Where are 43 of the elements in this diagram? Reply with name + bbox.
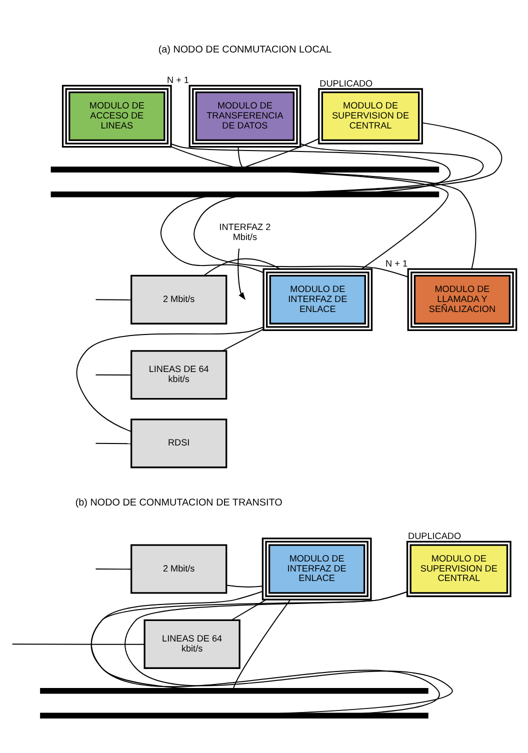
connector bbox=[231, 599, 267, 620]
node-bar bbox=[50, 166, 440, 172]
node-box: MODULO DE SUPERVISION DE CENTRAL bbox=[318, 88, 423, 144]
arrow bbox=[238, 248, 246, 300]
connector bbox=[244, 138, 320, 168]
connector bbox=[90, 591, 408, 690]
connector bbox=[238, 146, 244, 168]
node-box: MODULO DE SUPERVISION DE CENTRAL bbox=[406, 540, 512, 598]
connector bbox=[203, 258, 281, 276]
node-bar bbox=[40, 712, 428, 719]
label: (b) NODO DE CONMUTACION DE TRANSITO bbox=[75, 497, 282, 508]
label: (a) NODO DE CONMUTACION LOCAL bbox=[158, 44, 332, 56]
connector bbox=[298, 143, 484, 193]
connector bbox=[95, 374, 132, 376]
connector bbox=[160, 196, 264, 274]
node-box: 2 Mbit/s bbox=[130, 274, 228, 324]
node-box: MODULO DE ACCESO DE LINEAS bbox=[62, 84, 172, 148]
node-box: MODULO DE TRANSFERENCIA DE DATOS bbox=[188, 84, 302, 148]
connector bbox=[95, 568, 132, 570]
connector bbox=[194, 196, 408, 278]
node-box: LINEAS DE 64 kbit/s bbox=[130, 350, 228, 400]
connector bbox=[170, 144, 450, 193]
connector bbox=[12, 644, 145, 645]
node-label: DUPLICADO bbox=[320, 78, 373, 88]
node-label: DUPLICADO bbox=[408, 531, 462, 542]
connector bbox=[233, 599, 291, 690]
node-box: MODULO DE LLAMADA Y SEÑALIZACION bbox=[407, 268, 518, 332]
connector bbox=[95, 299, 132, 300]
node-box: RDSI bbox=[130, 418, 228, 468]
connector bbox=[170, 146, 237, 168]
node-label: N + 1 bbox=[167, 75, 189, 86]
node-bar bbox=[50, 191, 440, 198]
connector bbox=[76, 326, 264, 432]
node-box: 2 Mbit/s bbox=[130, 544, 228, 594]
node-bar bbox=[40, 688, 428, 694]
node-box: MODULO DE INTERFAZ DE ENLACE bbox=[262, 538, 372, 600]
connector bbox=[95, 442, 132, 444]
connector bbox=[226, 584, 263, 588]
node-box: MODULO DE INTERFAZ DE ENLACE bbox=[262, 268, 373, 332]
connector bbox=[222, 328, 264, 352]
node-box: LINEAS DE 64 kbit/s bbox=[144, 619, 240, 669]
node-label: N + 1 bbox=[386, 258, 408, 268]
node-text: INTERFAZ 2 Mbit/s bbox=[219, 222, 271, 242]
